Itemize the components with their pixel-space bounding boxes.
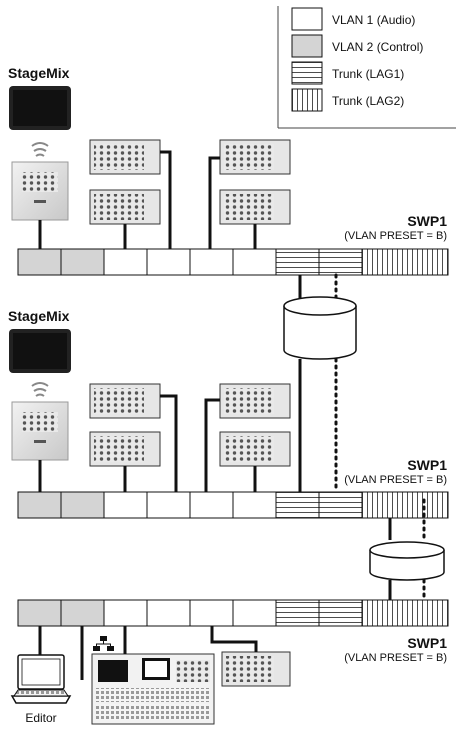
- network-icon: [93, 636, 114, 651]
- wifi-icon: [31, 142, 49, 157]
- switch-label-2: SWP1: [407, 457, 447, 473]
- io-rack-3: [219, 139, 291, 175]
- switch-preset-1: (VLAN PRESET = B): [344, 230, 447, 242]
- mixing-console-icon: [91, 653, 215, 725]
- editor-label: Editor: [25, 711, 56, 725]
- io-rack-7: [219, 383, 291, 419]
- section-1: StageMix: [8, 65, 449, 276]
- switch-1: [17, 248, 449, 276]
- legend-label-vlan1: VLAN 1 (Audio): [332, 13, 415, 27]
- legend-item-vlan2: VLAN 2 (Control): [291, 34, 423, 58]
- io-rack-4: [219, 189, 291, 225]
- section-2: StageMix SWP: [8, 308, 449, 519]
- legend-item-lag1: Trunk (LAG1): [291, 61, 404, 85]
- io-rack-5: [89, 383, 161, 419]
- stagemix-label-2: StageMix: [8, 308, 70, 324]
- connections-1: [38, 150, 257, 249]
- io-rack-2: [89, 189, 161, 225]
- lag2-hub: [369, 498, 445, 622]
- switch-preset-2: (VLAN PRESET = B): [344, 474, 447, 486]
- switch-label-3: SWP1: [407, 635, 447, 651]
- tablet-icon: [9, 86, 71, 130]
- access-point-icon: [11, 161, 69, 221]
- io-rack-8: [219, 431, 291, 467]
- switch-2: [17, 491, 449, 519]
- io-rack-9: [221, 651, 291, 687]
- wifi-icon: [31, 382, 49, 397]
- laptop-icon: [10, 654, 72, 704]
- legend-label-vlan2: VLAN 2 (Control): [332, 40, 423, 54]
- connections-3: [38, 626, 258, 680]
- connections-2: [38, 394, 257, 492]
- legend-item-lag2: Trunk (LAG2): [291, 88, 404, 112]
- legend-item-vlan1: VLAN 1 (Audio): [291, 7, 415, 31]
- legend-label-lag1: Trunk (LAG1): [332, 67, 404, 81]
- section-3: SWP1 (VLAN PRESET = B) Editor: [10, 599, 449, 725]
- switch-preset-3: (VLAN PRESET = B): [344, 652, 447, 664]
- switch-label-1: SWP1: [407, 213, 447, 229]
- io-rack-1: [89, 139, 161, 175]
- switch-3: [17, 599, 449, 627]
- tablet-icon: [9, 329, 71, 373]
- stagemix-label-1: StageMix: [8, 65, 70, 81]
- io-rack-6: [89, 431, 161, 467]
- access-point-icon: [11, 401, 69, 461]
- lag1-hub: [283, 273, 357, 494]
- legend-label-lag2: Trunk (LAG2): [332, 94, 404, 108]
- legend: VLAN 1 (Audio) VLAN 2 (Control) Trunk (L…: [277, 6, 456, 129]
